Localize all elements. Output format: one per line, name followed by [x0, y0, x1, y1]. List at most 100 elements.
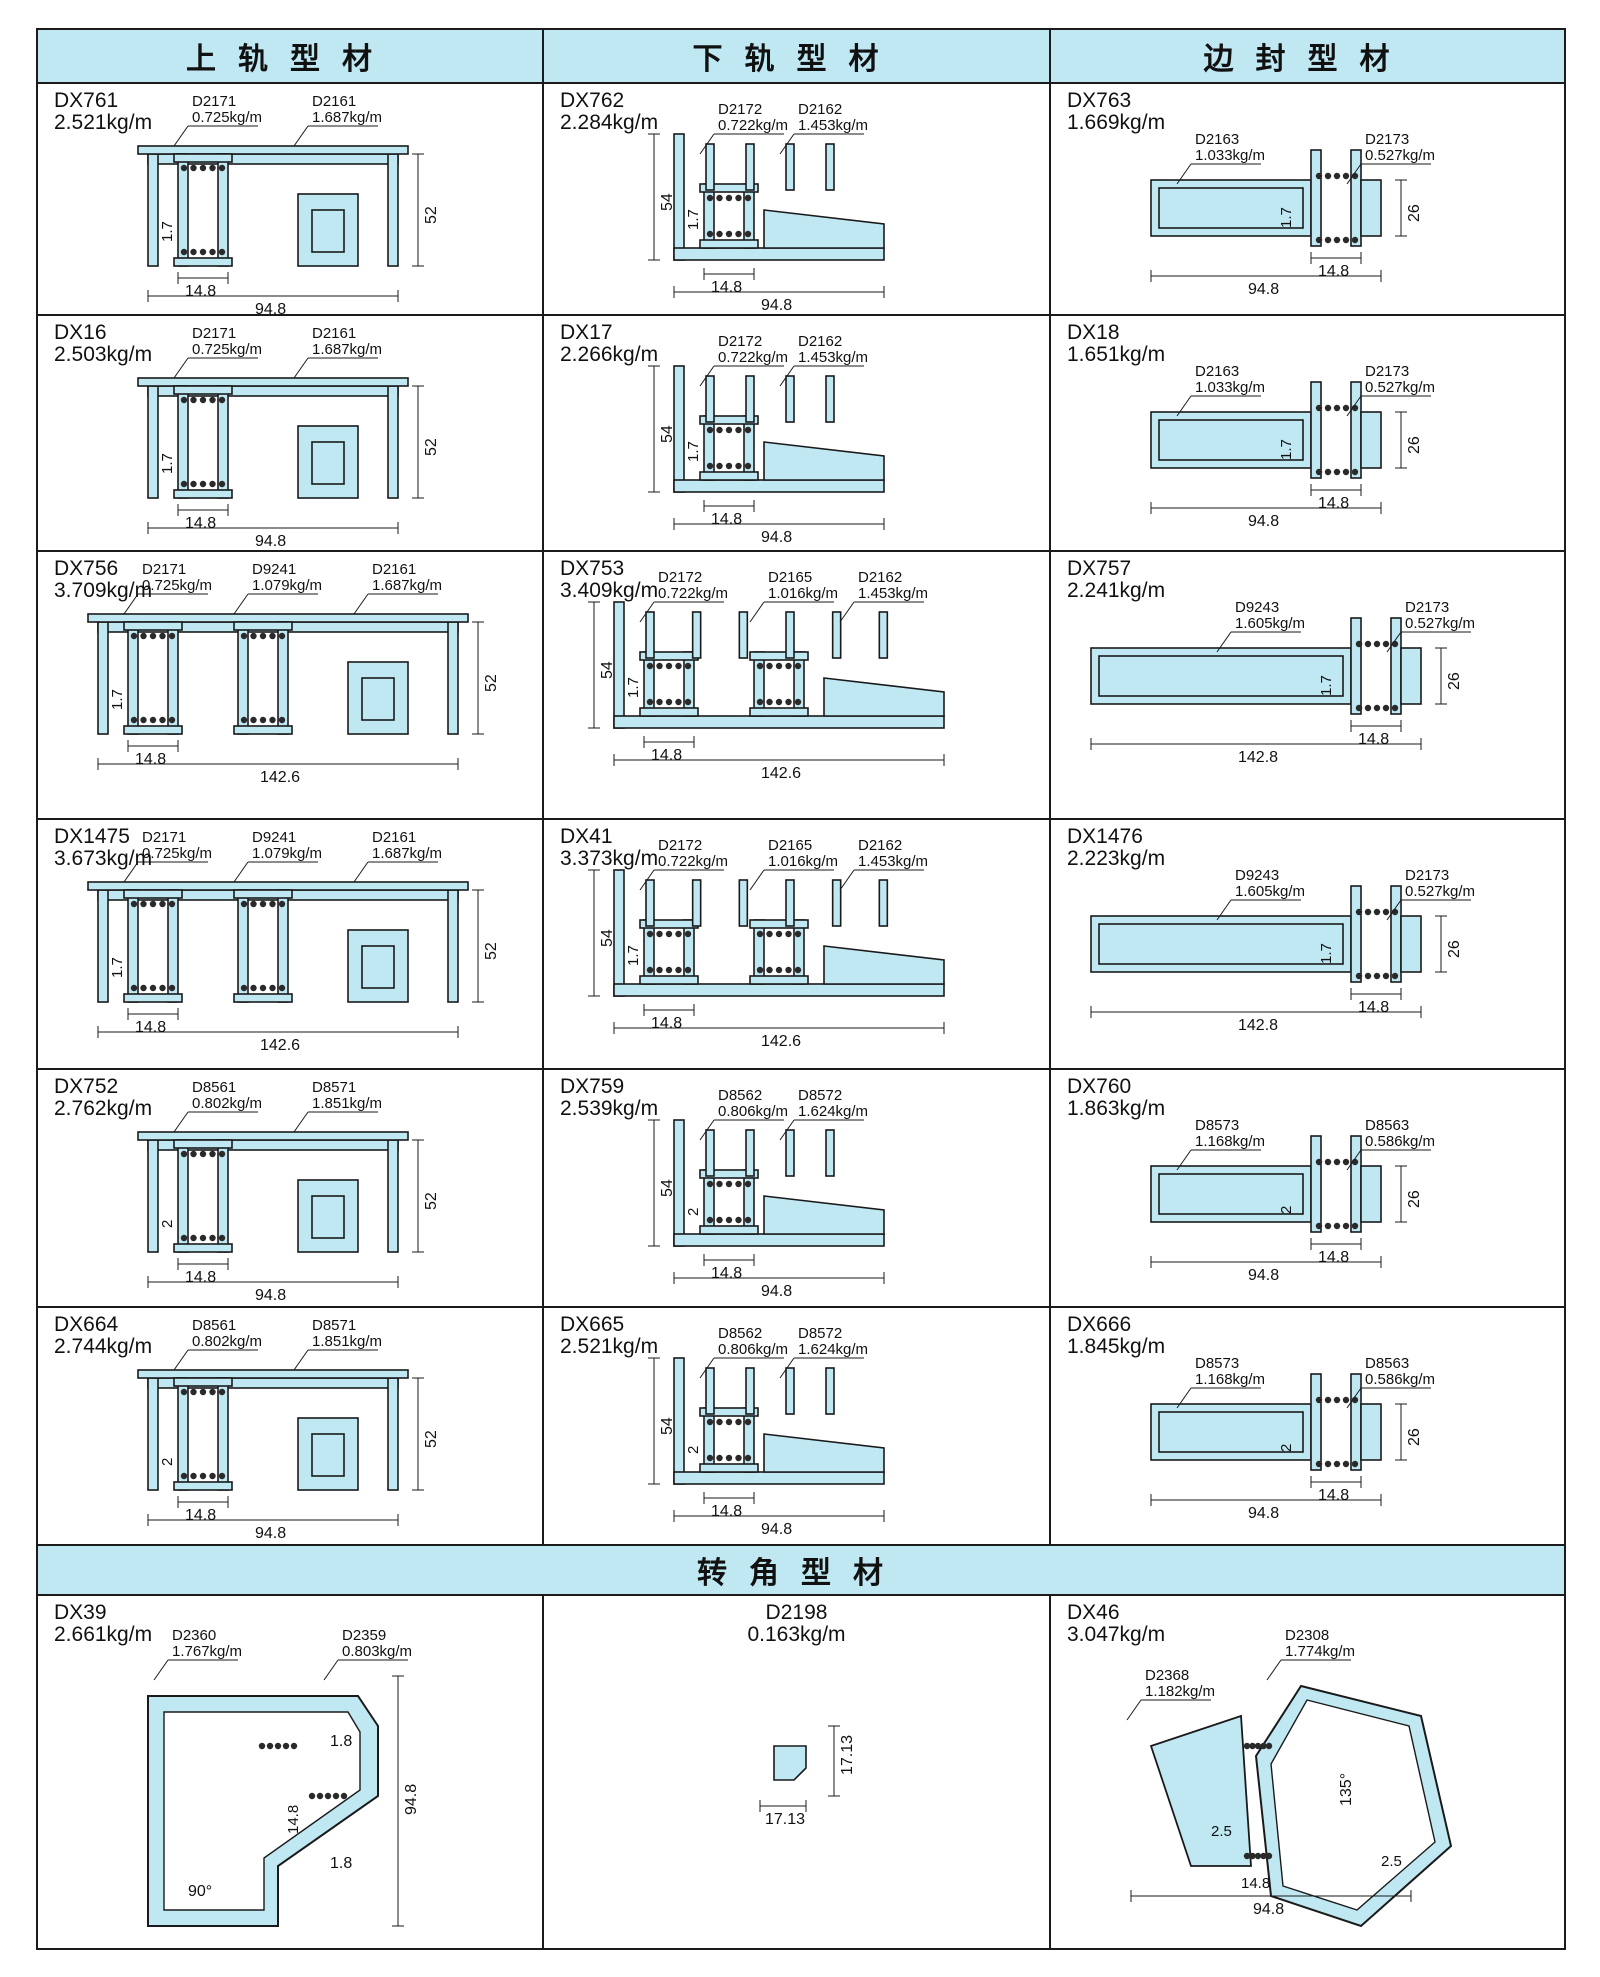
dimension-label: 1.7: [109, 689, 126, 710]
leader-line: [699, 365, 715, 387]
rail-fin: [738, 611, 749, 659]
gasket-bead: [1249, 1742, 1256, 1750]
dimension-label: 142.6: [260, 769, 300, 786]
gasket-bead: [266, 1742, 274, 1750]
bottom-plate: [673, 479, 885, 493]
rail-fin: [831, 879, 842, 927]
gasket-bead: [180, 1388, 188, 1396]
sash-wall: [793, 919, 805, 985]
leader-line: [639, 869, 655, 891]
header-side-seal-label: 边封型材: [1203, 42, 1412, 77]
model-weight: 1.669kg/m: [1067, 111, 1166, 134]
gasket-bead: [716, 1454, 723, 1462]
gasket-bead: [140, 984, 147, 992]
gasket-bead: [180, 480, 188, 488]
model-weight: 3.373kg/m: [560, 847, 659, 870]
model-weight: 2.521kg/m: [54, 111, 153, 134]
sash-flange: [699, 1169, 759, 1179]
header-bottom-rail-label: 下轨型材: [692, 42, 901, 77]
sash-wall: [753, 651, 765, 717]
sash-wall: [703, 415, 715, 481]
dimension-label: 54: [599, 661, 616, 679]
part-code: D2359: [342, 1627, 386, 1644]
gasket-bead: [209, 164, 216, 172]
model-weight: 2.762kg/m: [54, 1097, 153, 1120]
leader-line: [353, 593, 369, 615]
dimension-label: 94.8: [1248, 281, 1279, 298]
header-top-rail: 上轨型材: [38, 30, 544, 84]
corner-inner-large: [1270, 1699, 1436, 1911]
rail-fin: [691, 879, 702, 927]
dimension-label: 52: [483, 674, 500, 692]
part-weight: 1.687kg/m: [372, 845, 442, 862]
leader-line: [1176, 1149, 1192, 1171]
gasket-bead: [290, 1742, 298, 1750]
part-code: D8563: [1365, 1117, 1409, 1134]
dimension-label: 54: [659, 1179, 676, 1197]
outer-wall: [447, 621, 459, 735]
rail-fin: [831, 611, 842, 659]
part-code: D2162: [798, 101, 842, 118]
sash-flange: [699, 415, 759, 425]
part-weight: 0.802kg/m: [192, 1095, 262, 1112]
part-code: D2173: [1365, 131, 1409, 148]
part-code: D2162: [858, 569, 902, 586]
gasket-bead: [1333, 468, 1341, 476]
dimension-label: 14.8: [1318, 263, 1349, 280]
leader-line: [353, 861, 369, 883]
seal-inner: [1098, 655, 1344, 697]
sash-wall: [743, 415, 755, 481]
model-code: DX763: [1067, 89, 1132, 112]
part-code: D2368: [1145, 1667, 1189, 1684]
gasket-bead: [744, 1418, 752, 1426]
rail-fin: [785, 611, 795, 659]
gasket-bead: [316, 1792, 324, 1800]
part-code: D9241: [252, 561, 296, 578]
model-code: DX753: [560, 557, 625, 580]
gasket-bead: [1342, 236, 1350, 244]
gasket-bead: [1355, 640, 1363, 648]
model-code: DX41: [560, 825, 613, 848]
model-code: DX759: [560, 1075, 625, 1098]
top-flange: [137, 377, 409, 387]
gasket-bead: [250, 984, 257, 992]
bottom-plate: [673, 1471, 885, 1485]
part-code: D9241: [252, 829, 296, 846]
gasket-bead: [665, 966, 673, 974]
sash-wall: [703, 183, 715, 249]
gasket-bead: [180, 1472, 188, 1480]
leader-line: [323, 1659, 339, 1681]
profile-drawing: D21720.722kg/mD21621.453kg/m94.814.8541.…: [648, 101, 885, 314]
sash-wall: [743, 183, 755, 249]
gasket-bead: [180, 1150, 188, 1158]
box-inner: [361, 945, 395, 989]
gasket-bead: [665, 662, 673, 670]
part-code: D8561: [192, 1317, 236, 1334]
gasket-bead: [716, 1180, 723, 1188]
gasket-bead: [1254, 1742, 1262, 1750]
rail-fin: [745, 1367, 755, 1415]
gasket-bead: [744, 194, 752, 202]
gasket-bead: [1333, 404, 1341, 412]
model-weight: 1.863kg/m: [1067, 1097, 1166, 1120]
gasket-bead: [1315, 1460, 1323, 1468]
gasket-bead: [250, 716, 257, 724]
gasket-bead: [794, 662, 802, 670]
model-code: DX752: [54, 1075, 119, 1098]
gasket-bead: [1324, 1396, 1332, 1404]
model-weight: 2.521kg/m: [560, 1335, 659, 1358]
outer-wall: [387, 1139, 399, 1253]
sash-flange: [173, 1243, 233, 1253]
